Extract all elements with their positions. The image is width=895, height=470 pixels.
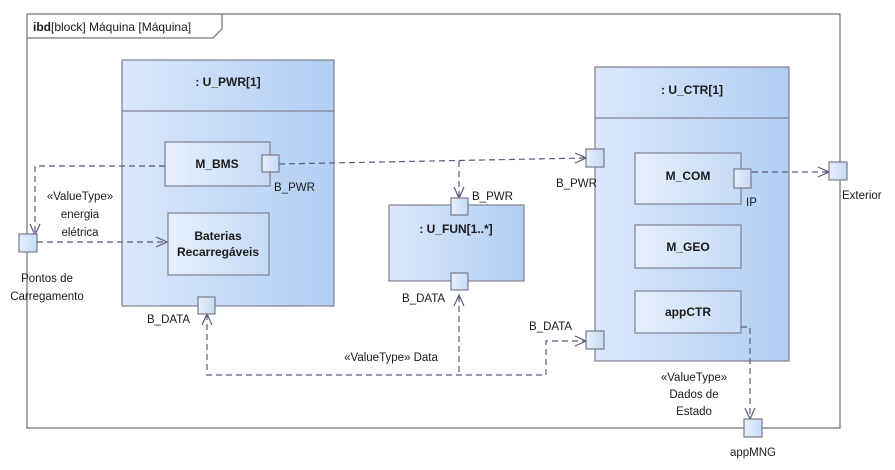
connector-data-bus[interactable] xyxy=(206,314,585,376)
part-m-bms-label: M_BMS xyxy=(195,157,238,171)
part-baterias[interactable]: Baterias Recarregáveis xyxy=(167,212,270,276)
port-ctr-pwr[interactable] xyxy=(585,148,605,168)
part-m-bms[interactable]: M_BMS xyxy=(164,141,271,187)
port-pontos-carregamento[interactable] xyxy=(18,233,38,253)
label-ctr-data: B_DATA xyxy=(529,321,572,333)
label-estado-2: Dados de xyxy=(669,389,718,401)
part-baterias-label-2: Recarregáveis xyxy=(177,245,259,259)
port-ctr-data[interactable] xyxy=(585,330,605,350)
port-pwr-data[interactable] xyxy=(197,296,216,315)
label-fun-pwr: B_PWR xyxy=(472,191,513,203)
label-pwr-data: B_DATA xyxy=(147,314,190,326)
part-baterias-label-1: Baterias xyxy=(194,229,242,243)
label-pontos-carregamento-2: Carregamento xyxy=(10,291,84,303)
part-m-geo-label: M_GEO xyxy=(666,240,709,254)
port-exterior[interactable] xyxy=(828,161,848,181)
port-fun-pwr[interactable] xyxy=(450,197,469,216)
port-appmng[interactable] xyxy=(743,418,763,438)
label-estado-1: «ValueType» xyxy=(661,372,727,384)
block-u-pwr-title: : U_PWR[1] xyxy=(195,75,260,89)
part-m-com[interactable]: M_COM xyxy=(634,152,742,205)
frame-title: ibd[block] Máquina [Máquina] xyxy=(33,20,191,34)
part-m-com-label: M_COM xyxy=(666,169,711,183)
label-data: «ValueType» Data xyxy=(344,352,438,364)
part-appctr[interactable]: appCTR xyxy=(634,290,742,334)
connector-bms-to-ctr-pwr[interactable] xyxy=(278,157,586,165)
port-bms-pwr[interactable] xyxy=(261,154,280,173)
arrowhead-baterias xyxy=(155,236,169,248)
connector-appctr-appmng[interactable] xyxy=(741,326,751,418)
label-pontos-carregamento-1: Pontos de xyxy=(21,273,73,285)
part-m-geo[interactable]: M_GEO xyxy=(634,224,742,269)
label-estado-3: Estado xyxy=(676,406,712,418)
block-u-ctr-title: : U_CTR[1] xyxy=(661,83,723,97)
block-u-fun-title: : U_FUN[1..*] xyxy=(419,222,492,236)
label-energia-2: energia xyxy=(61,209,100,221)
label-energia-3: elétrica xyxy=(61,227,99,239)
label-com-ip: IP xyxy=(746,197,757,209)
arrowhead-fun-data xyxy=(453,293,465,307)
port-fun-data[interactable] xyxy=(450,272,469,291)
port-com-ip[interactable] xyxy=(733,168,752,189)
label-bms-pwr: B_PWR xyxy=(274,182,315,194)
connector-carregamento-bms[interactable] xyxy=(34,165,165,234)
frame-header-tab xyxy=(27,14,223,39)
part-appctr-label: appCTR xyxy=(665,305,711,319)
label-fun-data: B_DATA xyxy=(402,293,445,305)
label-energia-1: «ValueType» xyxy=(47,191,113,203)
block-u-fun[interactable]: : U_FUN[1..*] xyxy=(388,204,525,282)
label-exterior: Exterior xyxy=(842,190,882,202)
label-appmng: appMNG xyxy=(730,447,776,459)
label-ctr-pwr: B_PWR xyxy=(556,178,597,190)
